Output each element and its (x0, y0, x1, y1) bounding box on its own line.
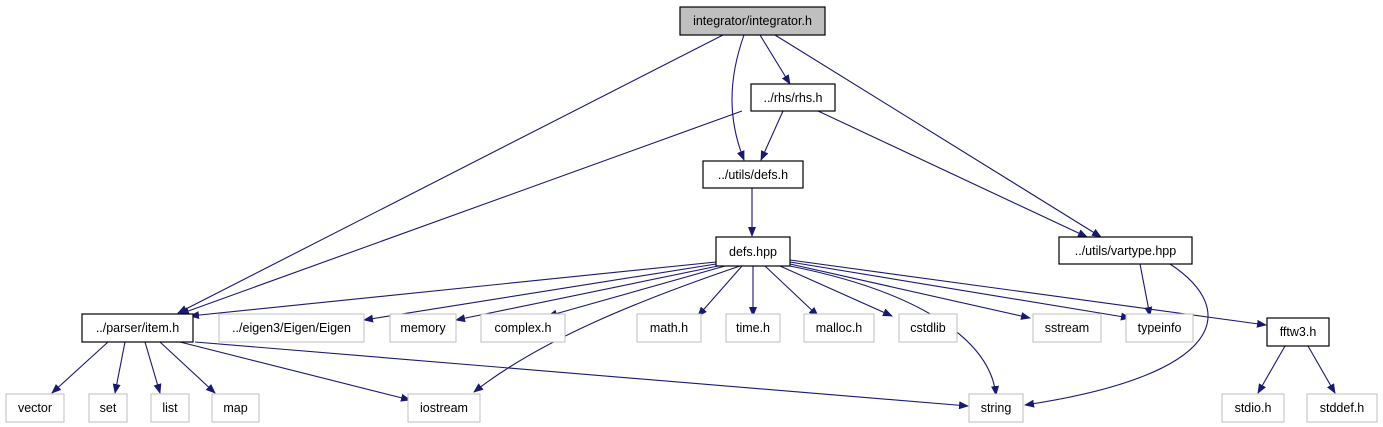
edge-defs-hpp-math (697, 265, 743, 317)
node-sstream-label: sstream (1045, 321, 1089, 335)
edge-item-set (112, 341, 126, 394)
node-rhs[interactable]: ../rhs/rhs.h (750, 83, 836, 112)
edge-defs-hpp-complex (547, 265, 726, 318)
node-stddef-label: stddef.h (1320, 401, 1365, 415)
node-typeinfo-label: typeinfo (1138, 321, 1182, 335)
edge-item-map (159, 341, 216, 394)
node-vector-label: vector (18, 401, 52, 415)
edge-defs-hpp-item (189, 261, 717, 320)
edge-rhs-vartype (817, 110, 1088, 238)
edge-root-rhs (759, 34, 791, 85)
node-vector[interactable]: vector (5, 393, 65, 423)
node-map[interactable]: map (211, 393, 260, 423)
node-malloc[interactable]: malloc.h (803, 313, 875, 343)
node-map-label: map (223, 401, 247, 415)
node-stddef[interactable]: stddef.h (1306, 393, 1378, 423)
edge-vartype-typeinfo (1139, 263, 1153, 317)
node-defs-hpp[interactable]: defs.hpp (715, 236, 791, 267)
node-malloc-label: malloc.h (816, 321, 863, 335)
node-string[interactable]: string (968, 393, 1024, 423)
node-utils-defs[interactable]: ../utils/defs.h (702, 160, 804, 189)
node-complex-label: complex.h (495, 321, 552, 335)
edge-root-utils-defs (731, 34, 745, 161)
node-eigen-label: ../eigen3/Eigen/Eigen (232, 321, 351, 335)
node-vartype[interactable]: ../utils/vartype.hpp (1058, 236, 1193, 265)
node-stdio[interactable]: stdio.h (1221, 393, 1285, 423)
node-vartype-label: ../utils/vartype.hpp (1075, 244, 1176, 258)
node-list[interactable]: list (150, 393, 190, 423)
node-iostream-label: iostream (420, 401, 468, 415)
node-time-label: time.h (736, 321, 770, 335)
node-root-label: integrator/integrator.h (693, 14, 812, 28)
node-math-label: math.h (650, 321, 688, 335)
edge-defs-hpp-cstdlib (779, 265, 893, 317)
node-set-label: set (100, 401, 117, 415)
edge-defs-hpp-memory (455, 265, 719, 323)
node-memory-label: memory (400, 321, 446, 335)
node-sstream[interactable]: sstream (1032, 313, 1102, 343)
node-time[interactable]: time.h (725, 313, 781, 343)
node-cstdlib[interactable]: cstdlib (898, 313, 958, 343)
node-item-label: ../parser/item.h (96, 321, 179, 335)
node-fftw3[interactable]: fftw3.h (1266, 317, 1330, 347)
node-string-label: string (981, 401, 1012, 415)
node-complex[interactable]: complex.h (480, 313, 566, 343)
node-defs-hpp-label: defs.hpp (729, 245, 777, 259)
node-iostream[interactable]: iostream (407, 393, 481, 423)
nodes-layer: integrator/integrator.h ../rhs/rhs.h ../… (5, 6, 1378, 423)
edge-item-iostream (179, 341, 411, 402)
edge-defs-hpp-malloc (764, 265, 819, 317)
node-fftw3-label: fftw3.h (1280, 325, 1317, 339)
edge-root-vartype (774, 34, 1102, 238)
edge-fftw3-stdio (1257, 345, 1286, 394)
edge-defs-hpp-sstream (789, 263, 1031, 320)
node-item[interactable]: ../parser/item.h (81, 313, 194, 343)
edges-layer (51, 34, 1336, 410)
edge-item-list (144, 341, 162, 394)
node-set[interactable]: set (88, 393, 128, 423)
node-math[interactable]: math.h (636, 313, 702, 343)
node-list-label: list (162, 401, 178, 415)
edge-fftw3-stddef (1307, 345, 1336, 394)
node-memory[interactable]: memory (389, 313, 457, 343)
edge-defs-hpp-eigen (363, 263, 717, 323)
node-stdio-label: stdio.h (1235, 401, 1272, 415)
edge-defs-hpp-iostream (473, 265, 741, 393)
edge-item-vector (51, 341, 109, 394)
edge-rhs-item (179, 110, 743, 315)
node-rhs-label: ../rhs/rhs.h (763, 91, 822, 105)
node-utils-defs-label: ../utils/defs.h (718, 168, 788, 182)
edge-rhs-utils-defs (760, 110, 784, 161)
edge-vartype-string (1024, 263, 1209, 408)
edge-root-item (177, 34, 724, 314)
node-typeinfo[interactable]: typeinfo (1125, 313, 1194, 343)
edge-item-string (194, 341, 969, 410)
node-cstdlib-label: cstdlib (910, 321, 945, 335)
edge-defs-hpp-typeinfo (789, 261, 1131, 321)
node-eigen[interactable]: ../eigen3/Eigen/Eigen (218, 313, 365, 343)
node-root[interactable]: integrator/integrator.h (679, 6, 826, 36)
